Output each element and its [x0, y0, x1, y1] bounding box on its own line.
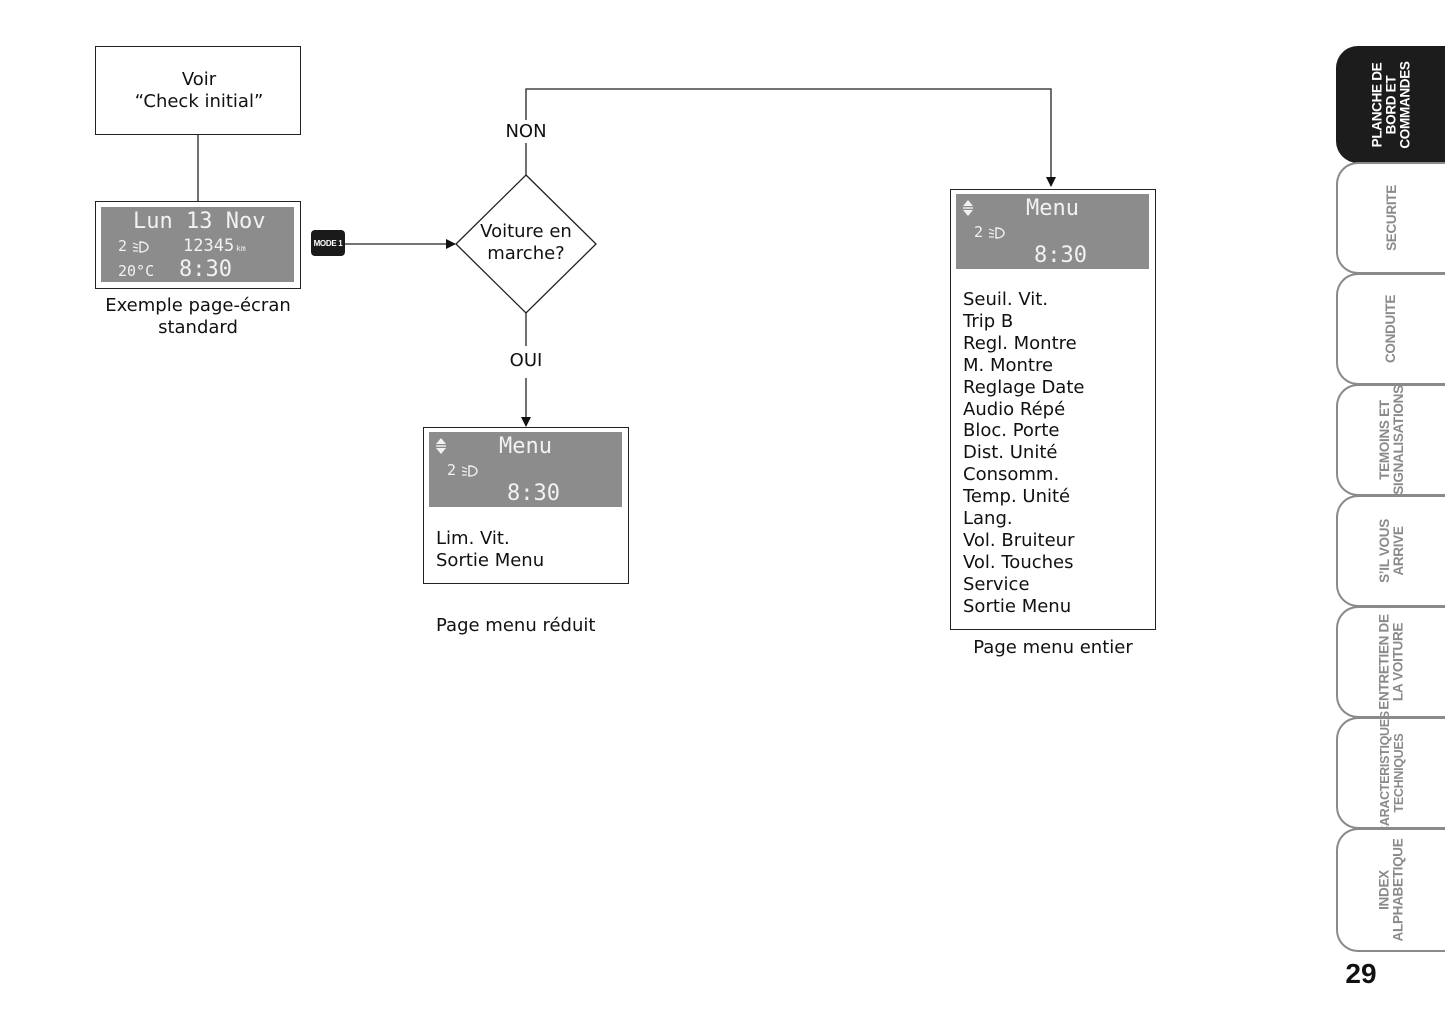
full-menu-screen: Menu 2 8:30: [956, 194, 1149, 269]
reduced-menu-gear: 2: [447, 461, 457, 479]
tab-caracteristiques[interactable]: CARACTERISTIQUES TECHNIQUES: [1336, 711, 1445, 835]
full-menu-time: 8:30: [1034, 243, 1087, 268]
full-menu-list: Seuil. Vit. Trip B Regl. Montre M. Montr…: [963, 289, 1084, 618]
standard-caption-line1: Exemple page-écran: [105, 295, 291, 316]
low-beam-headlight-icon: [132, 241, 149, 253]
display-time: 8:30: [179, 257, 232, 282]
tab-label-line: PLANCHE DE: [1369, 62, 1385, 147]
decision-line1: Voiture en: [480, 221, 572, 242]
display-date: Lun 13 Nov: [133, 209, 266, 234]
branch-label-no: NON: [505, 121, 547, 142]
tab-label-line: ENTRETIEN DE: [1376, 614, 1392, 710]
low-beam-headlight-icon: [461, 465, 478, 477]
tab-label-line: LA VOITURE: [1390, 622, 1406, 702]
mode-button[interactable]: MODE 1: [311, 230, 345, 256]
tab-label-line: SIGNALISATIONS: [1390, 385, 1406, 495]
connector-no-branch: [525, 88, 1056, 187]
decision-line2: marche?: [487, 243, 565, 264]
menu-item-vol-bruiteur[interactable]: Vol. Bruiteur: [963, 529, 1075, 551]
display-gear: 2: [118, 237, 128, 255]
tab-label-line: ARRIVE: [1390, 526, 1406, 576]
full-menu-gear: 2: [974, 223, 984, 241]
menu-item-sortie-menu[interactable]: Sortie Menu: [963, 595, 1072, 617]
full-menu-frame: Menu 2 8:30 Seuil. Vit. Trip B Regl. Mon…: [950, 189, 1156, 630]
menu-item-audio-repe[interactable]: Audio Répé: [963, 398, 1066, 420]
tab-label-line: TECHNIQUES: [1391, 733, 1406, 813]
tab-label-line: INDEX: [1376, 870, 1392, 910]
menu-item-consomm[interactable]: Consomm.: [963, 464, 1060, 486]
tab-planche-de-bord[interactable]: PLANCHE DE BORD ET COMMANDES: [1336, 46, 1445, 163]
tab-conduite[interactable]: CONDUITE: [1336, 273, 1445, 385]
reduced-menu-frame: Menu 2 8:30 Lim. Vit. Sortie Menu: [423, 427, 629, 584]
full-menu-title: Menu: [1026, 196, 1079, 221]
display-odometer-unit: km: [236, 244, 246, 253]
standard-display-frame: Lun 13 Nov 2 12345 km 20°C 8:30: [95, 201, 301, 289]
menu-item-trip-b[interactable]: Trip B: [963, 310, 1014, 332]
branch-label-yes: OUI: [509, 350, 543, 371]
tab-label-line: COMMANDES: [1397, 60, 1413, 149]
menu-item-lim-vit[interactable]: Lim. Vit.: [436, 528, 510, 549]
start-box: Voir “Check initial”: [95, 46, 301, 135]
menu-item-service[interactable]: Service: [963, 573, 1030, 595]
menu-item-lang[interactable]: Lang.: [963, 508, 1013, 530]
reduced-menu-title: Menu: [499, 434, 552, 459]
start-box-line2: “Check initial”: [134, 91, 264, 112]
low-beam-headlight-icon: [988, 227, 1005, 239]
display-odometer: 12345: [183, 236, 235, 256]
full-menu-caption: Page menu entier: [973, 637, 1133, 658]
menu-item-reglage-date[interactable]: Reglage Date: [963, 376, 1085, 398]
tab-label-line: ALPHABETIQUE: [1390, 838, 1406, 942]
tab-index[interactable]: INDEX ALPHABETIQUE: [1336, 828, 1445, 952]
menu-item-regl-montre[interactable]: Regl. Montre: [963, 332, 1077, 354]
menu-item-vol-touches[interactable]: Vol. Touches: [963, 551, 1074, 573]
menu-item-sortie-menu[interactable]: Sortie Menu: [436, 549, 545, 571]
page-number: 29: [1345, 958, 1377, 989]
standard-display-screen: Lun 13 Nov 2 12345 km 20°C 8:30: [101, 207, 294, 282]
tab-label-line: S’IL VOUS: [1376, 519, 1392, 583]
start-box-line1: Voir: [181, 69, 217, 90]
tab-sil-vous-arrive[interactable]: S’IL VOUS ARRIVE: [1336, 495, 1445, 607]
tab-securite[interactable]: SECURITE: [1336, 162, 1445, 274]
tab-label-line: CARACTERISTIQUES: [1377, 711, 1392, 835]
tab-label-line: SECURITE: [1383, 185, 1399, 251]
reduced-menu-caption: Page menu réduit: [436, 615, 596, 636]
reduced-menu-screen: Menu 2 8:30: [429, 432, 622, 507]
menu-item-dist-unite[interactable]: Dist. Unité: [963, 442, 1058, 464]
menu-item-temp-unite[interactable]: Temp. Unité: [963, 486, 1071, 508]
tab-label-line: TEMOINS ET: [1376, 400, 1392, 480]
tab-entretien[interactable]: ENTRETIEN DE LA VOITURE: [1336, 606, 1445, 718]
menu-item-seuil-vit[interactable]: Seuil. Vit.: [963, 289, 1049, 310]
tab-label-line: BORD ET: [1383, 75, 1399, 134]
reduced-menu-list: Lim. Vit. Sortie Menu: [436, 528, 544, 572]
up-down-arrows-icon: [436, 438, 446, 454]
reduced-menu-time: 8:30: [507, 481, 560, 506]
tab-label-line: CONDUITE: [1383, 294, 1399, 364]
display-temperature: 20°C: [118, 262, 155, 280]
menu-item-bloc-porte[interactable]: Bloc. Porte: [963, 420, 1060, 442]
up-down-arrows-icon: [963, 200, 973, 216]
tab-temoins[interactable]: TEMOINS ET SIGNALISATIONS: [1336, 384, 1445, 496]
menu-item-m-montre[interactable]: M. Montre: [963, 354, 1054, 376]
standard-caption-line2: standard: [158, 317, 238, 338]
